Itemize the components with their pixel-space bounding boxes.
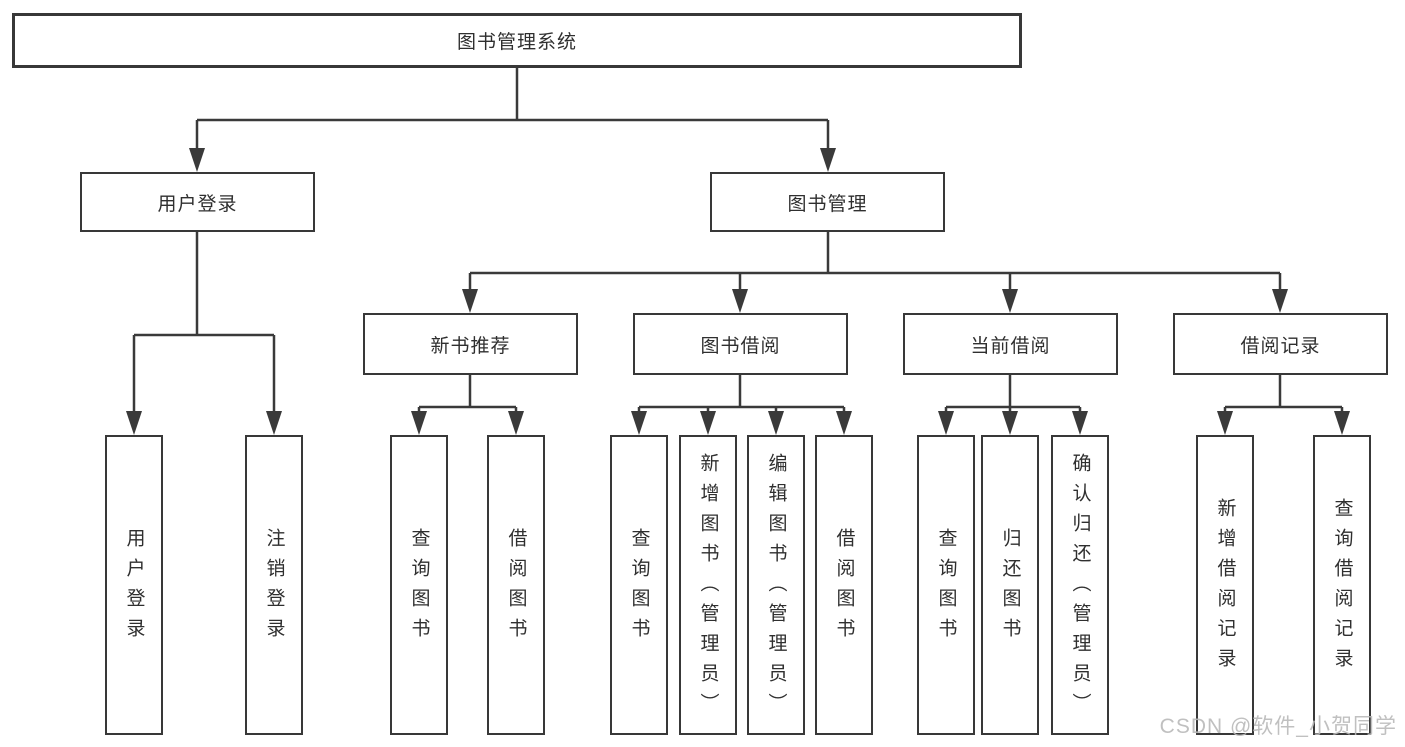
- node-leaf-query-books-borrowing: 查询图书: [610, 435, 668, 735]
- connector-borrow-records-to-leaves: [1223, 375, 1344, 413]
- connector-current-borrowing-to-leaves: [944, 375, 1082, 413]
- arrowhead-icon: [189, 148, 205, 172]
- node-borrow-records: 借阅记录: [1173, 313, 1388, 375]
- arrowhead-icon: [266, 411, 282, 435]
- arrowhead-icon: [631, 411, 647, 435]
- arrowhead-icon: [508, 411, 524, 435]
- arrowhead-icon: [820, 148, 836, 172]
- arrowhead-icon: [462, 289, 478, 313]
- arrowhead-icon: [1072, 411, 1088, 435]
- arrowhead-icon: [1334, 411, 1350, 435]
- connector-user-login-to-leaves: [132, 232, 276, 413]
- node-leaf-borrow-books-borrowing: 借阅图书: [815, 435, 873, 735]
- arrowhead-icon: [836, 411, 852, 435]
- node-leaf-edit-books-admin: 编辑图书（管理员）: [747, 435, 805, 735]
- arrowhead-icon: [1217, 411, 1233, 435]
- connector-new-book-recommend-to-leaves: [417, 375, 518, 413]
- arrowhead-icon: [1002, 411, 1018, 435]
- node-leaf-query-books-current: 查询图书: [917, 435, 975, 735]
- node-leaf-borrow-books-recommend: 借阅图书: [487, 435, 545, 735]
- node-leaf-add-borrow-record: 新增借阅记录: [1196, 435, 1254, 735]
- node-new-book-recommend: 新书推荐: [363, 313, 578, 375]
- node-leaf-query-borrow-record: 查询借阅记录: [1313, 435, 1371, 735]
- connector-book-management-to-level3: [468, 232, 1282, 291]
- node-book-management: 图书管理: [710, 172, 945, 232]
- node-book-borrowing: 图书借阅: [633, 313, 848, 375]
- node-leaf-confirm-return-admin: 确认归还（管理员）: [1051, 435, 1109, 735]
- arrowhead-icon: [938, 411, 954, 435]
- connector-root-to-level2: [195, 68, 830, 150]
- node-leaf-user-login: 用户登录: [105, 435, 163, 735]
- node-leaf-logout-login: 注销登录: [245, 435, 303, 735]
- watermark: CSDN @软件_小贺同学: [1159, 715, 1397, 738]
- connector-book-borrowing-to-leaves: [637, 375, 846, 413]
- arrowhead-icon: [732, 289, 748, 313]
- arrowhead-icon: [768, 411, 784, 435]
- arrowhead-icon: [126, 411, 142, 435]
- arrowhead-icon: [700, 411, 716, 435]
- arrowhead-icon: [1002, 289, 1018, 313]
- node-root: 图书管理系统: [12, 13, 1022, 68]
- arrowhead-icon: [411, 411, 427, 435]
- node-current-borrowing: 当前借阅: [903, 313, 1118, 375]
- node-leaf-add-books-admin: 新增图书（管理员）: [679, 435, 737, 735]
- node-leaf-return-books: 归还图书: [981, 435, 1039, 735]
- arrowhead-icon: [1272, 289, 1288, 313]
- node-leaf-query-books-recommend: 查询图书: [390, 435, 448, 735]
- node-user-login: 用户登录: [80, 172, 315, 232]
